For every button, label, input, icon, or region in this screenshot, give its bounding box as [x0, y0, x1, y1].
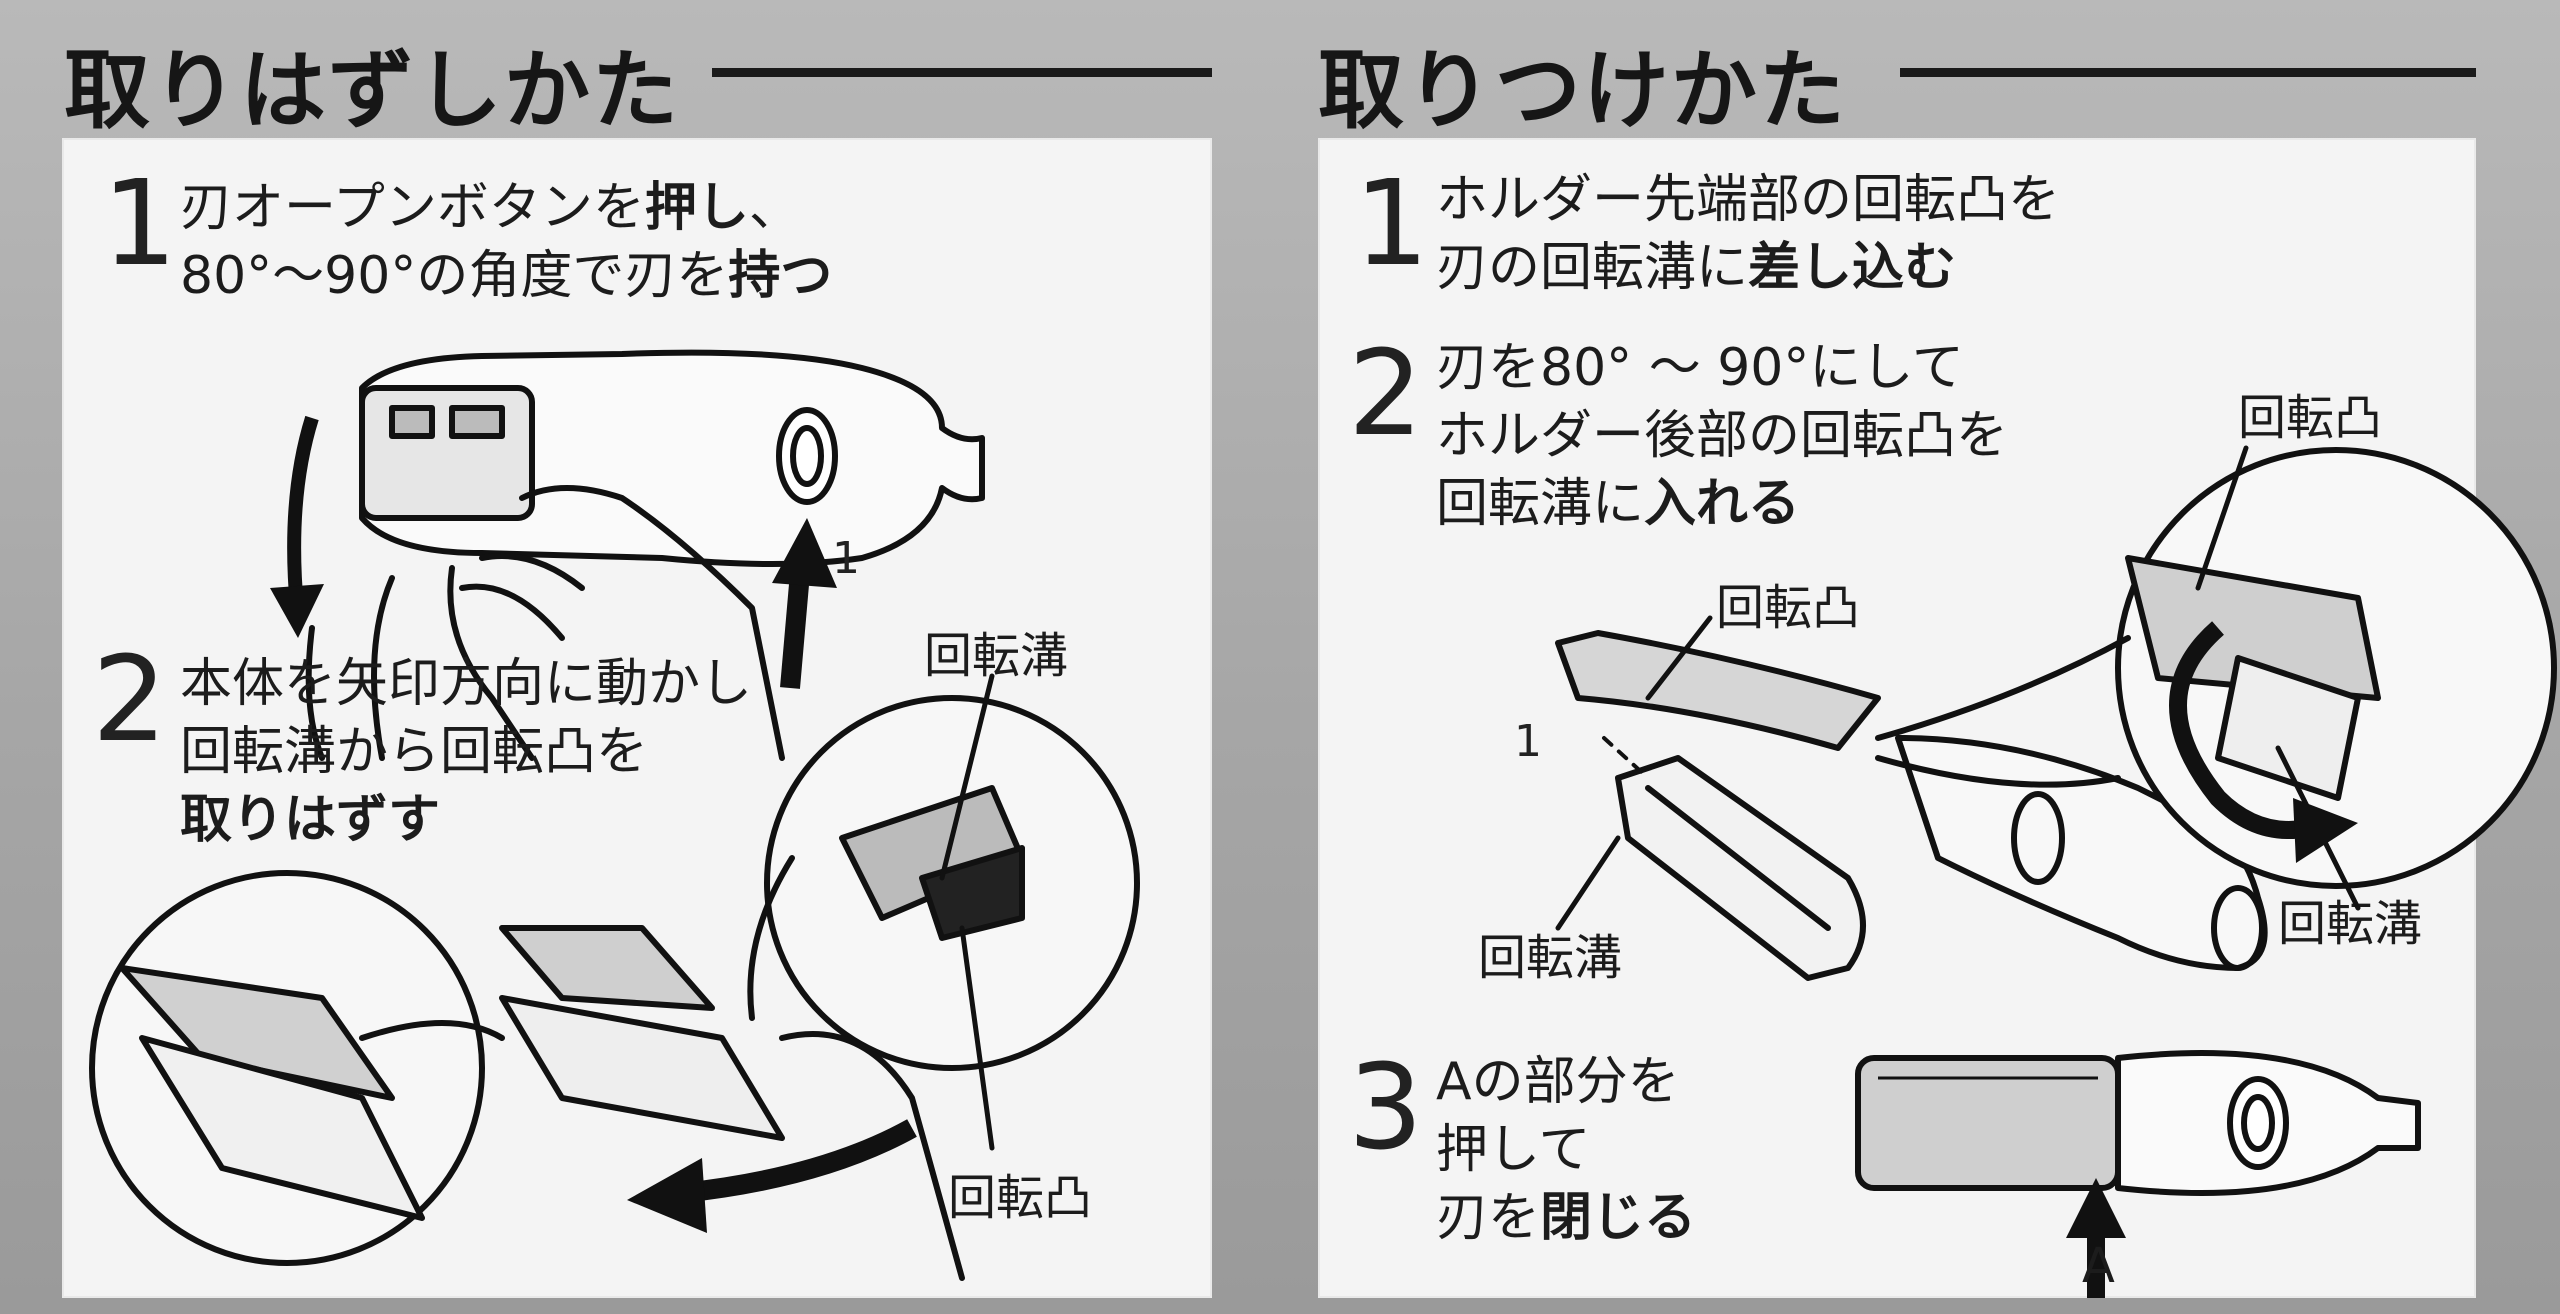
right-step3-number: 3 [1348, 1038, 1424, 1176]
left-step1-line2a: 80°～90°の角度で刃を [180, 246, 729, 306]
right-step2-illustration [1555, 445, 2557, 1298]
left-step1-line1c: 、 [748, 178, 801, 238]
left-step2-line1: 本体を矢印方向に動かし [180, 654, 753, 714]
left-step2-text: 本体を矢印方向に動かし 回転溝から回転凸を 取りはずす [180, 650, 752, 854]
right-label-groove-right: 回転溝 [2278, 896, 2423, 952]
right-label-a: A [2082, 1238, 2115, 1294]
left-step2-line3: 取りはずす [180, 790, 441, 850]
right-step2-line3b: 入れる [1644, 474, 1801, 534]
right-callout-1: 1 [1514, 716, 1542, 767]
right-step2-line1: 刃を80° ～ 90°にして [1436, 338, 1964, 398]
left-step1-line1a: 刃オープンボタンを [180, 178, 645, 238]
right-step2-line2: ホルダー後部の回転凸を [1436, 406, 2009, 466]
right-step1-number: 1 [1354, 154, 1430, 292]
right-label-boss-mid: 回転凸 [1716, 580, 1861, 636]
right-step2-number: 2 [1348, 324, 1424, 462]
left-step1-text: 刃オープンボタンを押し、 80°～90°の角度で刃を持つ [180, 174, 832, 310]
left-label-groove: 回転溝 [924, 628, 1069, 684]
right-label-boss-top: 回転凸 [2238, 390, 2383, 446]
right-step1-line2b: 差し込む [1748, 238, 1957, 298]
right-step3-text: Aの部分を 押して 刃を閉じる [1436, 1048, 1696, 1252]
right-title-rule [1900, 68, 2476, 77]
left-step1-illustration [270, 349, 985, 761]
left-step2-illustration [89, 673, 1140, 1281]
left-title-rule [712, 68, 1212, 77]
left-step1-line2b: 持つ [728, 246, 833, 306]
right-title: 取りつけかた [1318, 41, 1847, 141]
right-label-groove-left: 回転溝 [1478, 930, 1623, 986]
left-step2-number: 2 [92, 630, 168, 768]
right-step3-line2: 押して [1436, 1120, 1591, 1180]
left-step1-number: 1 [102, 154, 178, 292]
right-step1-text: ホルダー先端部の回転凸を 刃の回転溝に差し込む [1436, 166, 2060, 302]
right-step3-line3a: 刃を [1436, 1188, 1541, 1248]
left-step1-line1b: 押し [644, 178, 749, 238]
left-step2-line2: 回転溝から回転凸を [180, 722, 649, 782]
right-step3-line3b: 閉じる [1540, 1188, 1697, 1248]
right-step3-line1: Aの部分を [1436, 1052, 1680, 1112]
left-step1-callout: 1 [832, 533, 860, 584]
right-panel: 1 ホルダー先端部の回転凸を 刃の回転溝に差し込む 2 刃を80° ～ 90°に… [1318, 138, 2557, 1298]
right-step1-line1: ホルダー先端部の回転凸を [1436, 170, 2061, 230]
right-step2-text: 刃を80° ～ 90°にして ホルダー後部の回転凸を 回転溝に入れる [1436, 334, 2008, 538]
left-title: 取りはずしかた [64, 41, 680, 141]
right-step2-line3a: 回転溝に [1436, 474, 1645, 534]
left-panel: 1 刃オープンボタンを押し、 80°～90°の角度で刃を持つ [62, 138, 1212, 1298]
left-label-boss: 回転凸 [948, 1170, 1093, 1226]
right-step1-line2a: 刃の回転溝に [1436, 238, 1749, 298]
